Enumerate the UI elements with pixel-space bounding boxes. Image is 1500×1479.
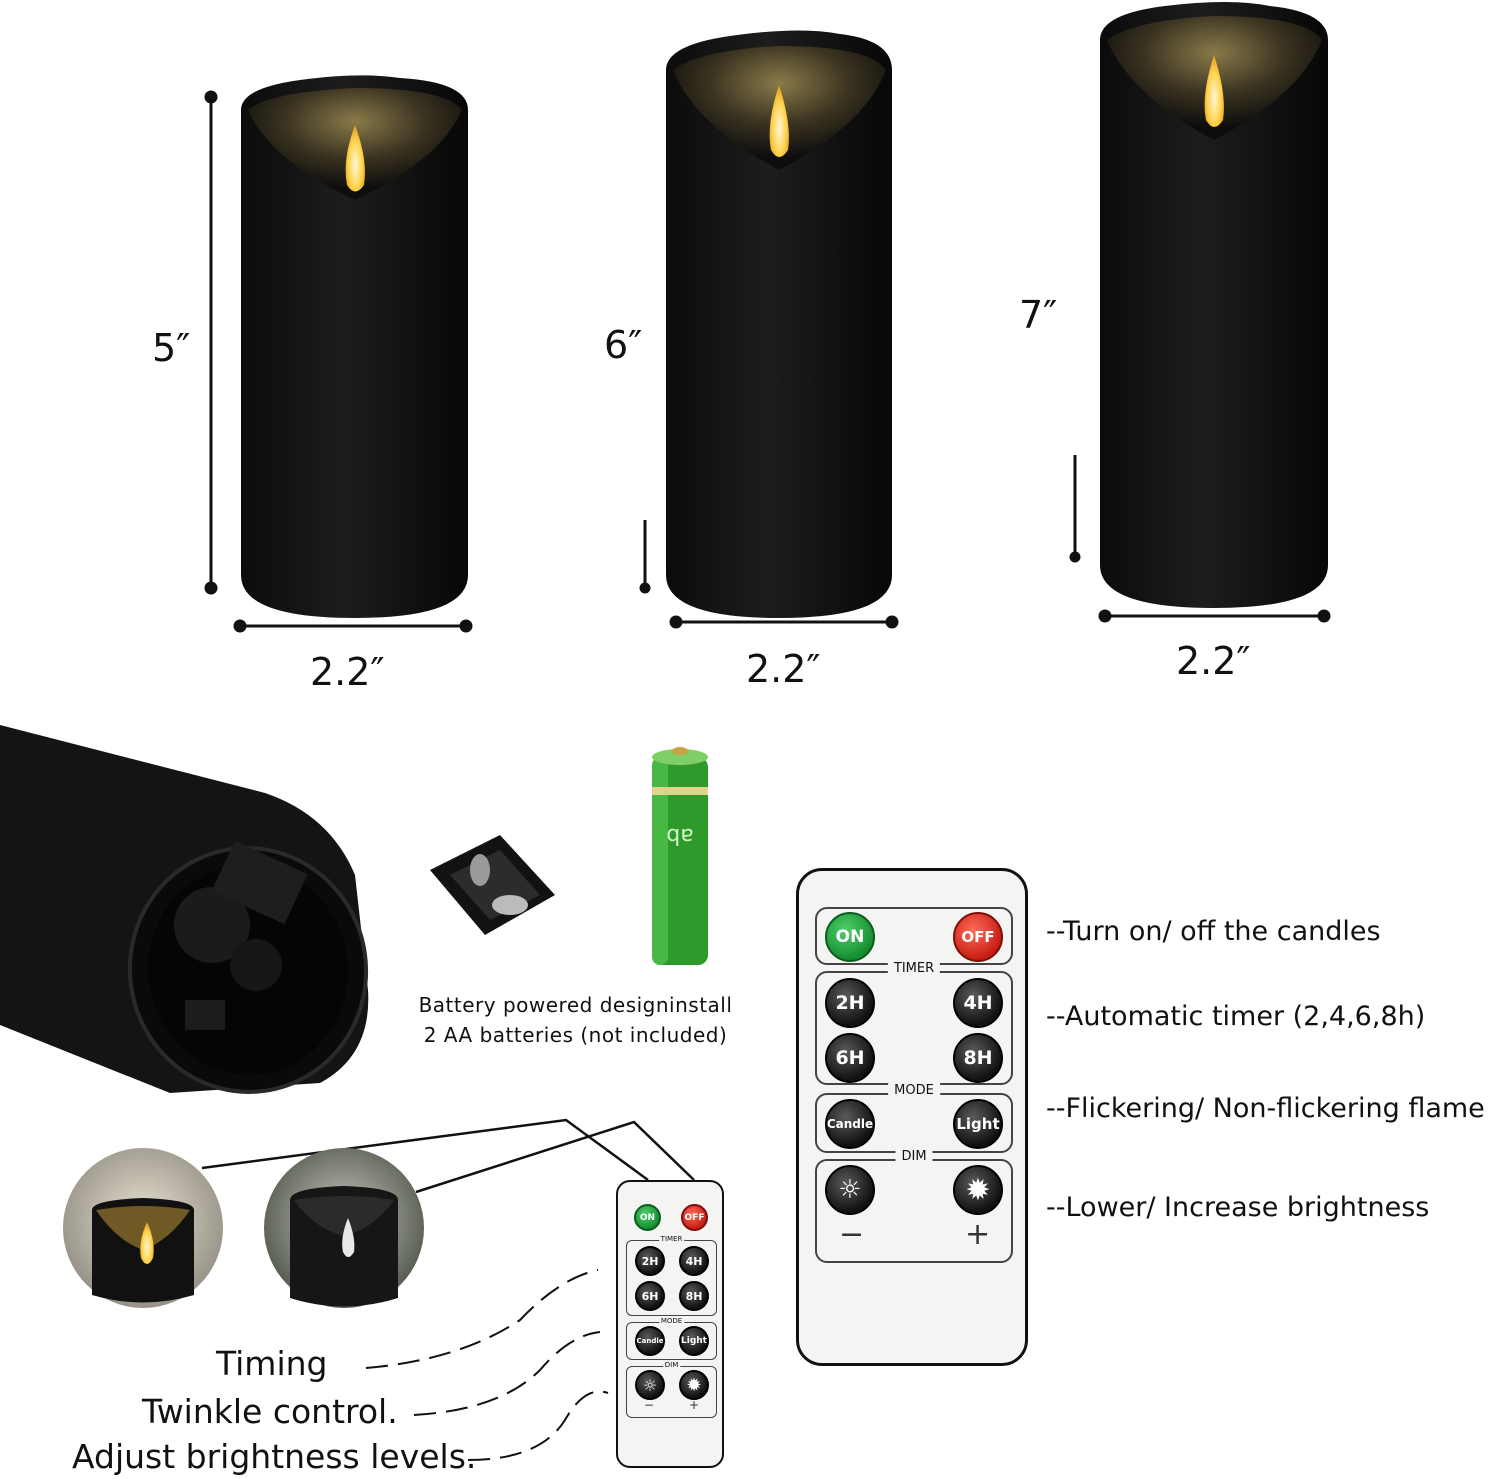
flicker-photo (63, 1148, 223, 1308)
small-timer-6h[interactable]: 6H (635, 1281, 665, 1311)
on-button[interactable]: ON (825, 912, 875, 962)
timer-group: TIMER 2H 4H 6H 8H (815, 961, 1013, 1085)
small-timer-2h[interactable]: 2H (635, 1246, 665, 1276)
small-timer-4h[interactable]: 4H (679, 1246, 709, 1276)
height-label-5in: 5″ (152, 326, 191, 370)
small-off-button[interactable]: OFF (681, 1204, 708, 1231)
candle-5in (241, 75, 468, 618)
feature-brightness: Adjust brightness levels. (72, 1437, 477, 1476)
small-dim-group: DIM ☼ ✹ − + (626, 1361, 717, 1418)
battery-logo: ab (666, 823, 693, 848)
small-dim-lower[interactable]: ☼ (635, 1370, 665, 1400)
candle-dimensions-figure (204, 2, 1331, 633)
plus-label: + (965, 1217, 991, 1252)
feature-callout-figure (63, 1118, 695, 1461)
battery-holder (430, 835, 555, 935)
dim-lower-button[interactable]: ☼ (825, 1165, 875, 1215)
small-sun-bright-icon: ✹ (686, 1374, 702, 1396)
desc-mode: --Flickering/ Non-flickering flame (1046, 1093, 1485, 1124)
candle-base-figure: ab (0, 725, 708, 1094)
small-candle-button[interactable]: Candle (635, 1326, 665, 1356)
width-label-7in: 2.2″ (1176, 639, 1251, 683)
width-label-5in: 2.2″ (310, 650, 385, 694)
battery-caption-line2: 2 AA batteries (not included) (423, 1023, 728, 1047)
off-button[interactable]: OFF (953, 912, 1003, 962)
battery-caption: Battery powered designinstall 2 AA batte… (398, 990, 753, 1050)
candle-6in (666, 30, 892, 618)
candle-7in (1100, 2, 1328, 608)
dim-title: DIM (895, 1149, 933, 1164)
timer-2h-button[interactable]: 2H (825, 978, 875, 1028)
width-label-6in: 2.2″ (746, 647, 821, 691)
small-plus-label: + (689, 1398, 700, 1412)
small-dim-title: DIM (662, 1361, 681, 1369)
remote-control-small: ON OFF TIMER 2H 4H 6H 8H MODE Candle Lig… (616, 1180, 724, 1468)
small-dim-increase[interactable]: ✹ (679, 1370, 709, 1400)
small-light-button[interactable]: Light (679, 1326, 709, 1356)
feature-twinkle: Twinkle control. (142, 1392, 398, 1431)
desc-timer: --Automatic timer (2,4,6,8h) (1046, 1001, 1426, 1032)
onoff-group: ON OFF (815, 907, 1013, 965)
timer-6h-button[interactable]: 6H (825, 1033, 875, 1083)
desc-onoff: --Turn on/ off the candles (1046, 916, 1381, 947)
dashed-connectors (365, 1269, 609, 1461)
battery-caption-line1: Battery powered designinstall (418, 993, 733, 1017)
timer-8h-button[interactable]: 8H (953, 1033, 1003, 1083)
remote-control-large: ON OFF TIMER 2H 4H 6H 8H MODE Candle Lig… (796, 868, 1028, 1366)
small-on-button[interactable]: ON (634, 1204, 661, 1231)
desc-dim: --Lower/ Increase brightness (1046, 1192, 1430, 1223)
timer-4h-button[interactable]: 4H (953, 978, 1003, 1028)
timer-title: TIMER (887, 961, 941, 976)
mode-group: MODE Candle Light (815, 1083, 1013, 1153)
mode-title: MODE (888, 1083, 940, 1098)
small-sun-dim-icon: ☼ (642, 1375, 658, 1395)
height-label-6in: 6″ (604, 323, 643, 367)
aa-battery: ab (652, 747, 708, 965)
dim-group: DIM ☼ ✹ − + (815, 1149, 1013, 1263)
small-mode-group: MODE Candle Light (626, 1317, 717, 1360)
small-mode-title: MODE (658, 1317, 685, 1325)
dimension-lines (204, 90, 1331, 633)
dim-increase-button[interactable]: ✹ (953, 1165, 1003, 1215)
connector-lines (201, 1118, 695, 1194)
small-minus-label: − (644, 1398, 655, 1412)
feature-timing: Timing (216, 1344, 328, 1383)
sun-dim-icon: ☼ (838, 1175, 862, 1205)
steady-photo (264, 1148, 424, 1308)
candle-mode-button[interactable]: Candle (825, 1099, 875, 1149)
small-timer-group: TIMER 2H 4H 6H 8H (626, 1235, 717, 1316)
minus-label: − (839, 1217, 865, 1252)
small-timer-8h[interactable]: 8H (679, 1281, 709, 1311)
small-timer-title: TIMER (658, 1235, 685, 1243)
light-mode-button[interactable]: Light (953, 1099, 1003, 1149)
height-label-7in: 7″ (1019, 293, 1058, 337)
sun-bright-icon: ✹ (965, 1172, 991, 1208)
